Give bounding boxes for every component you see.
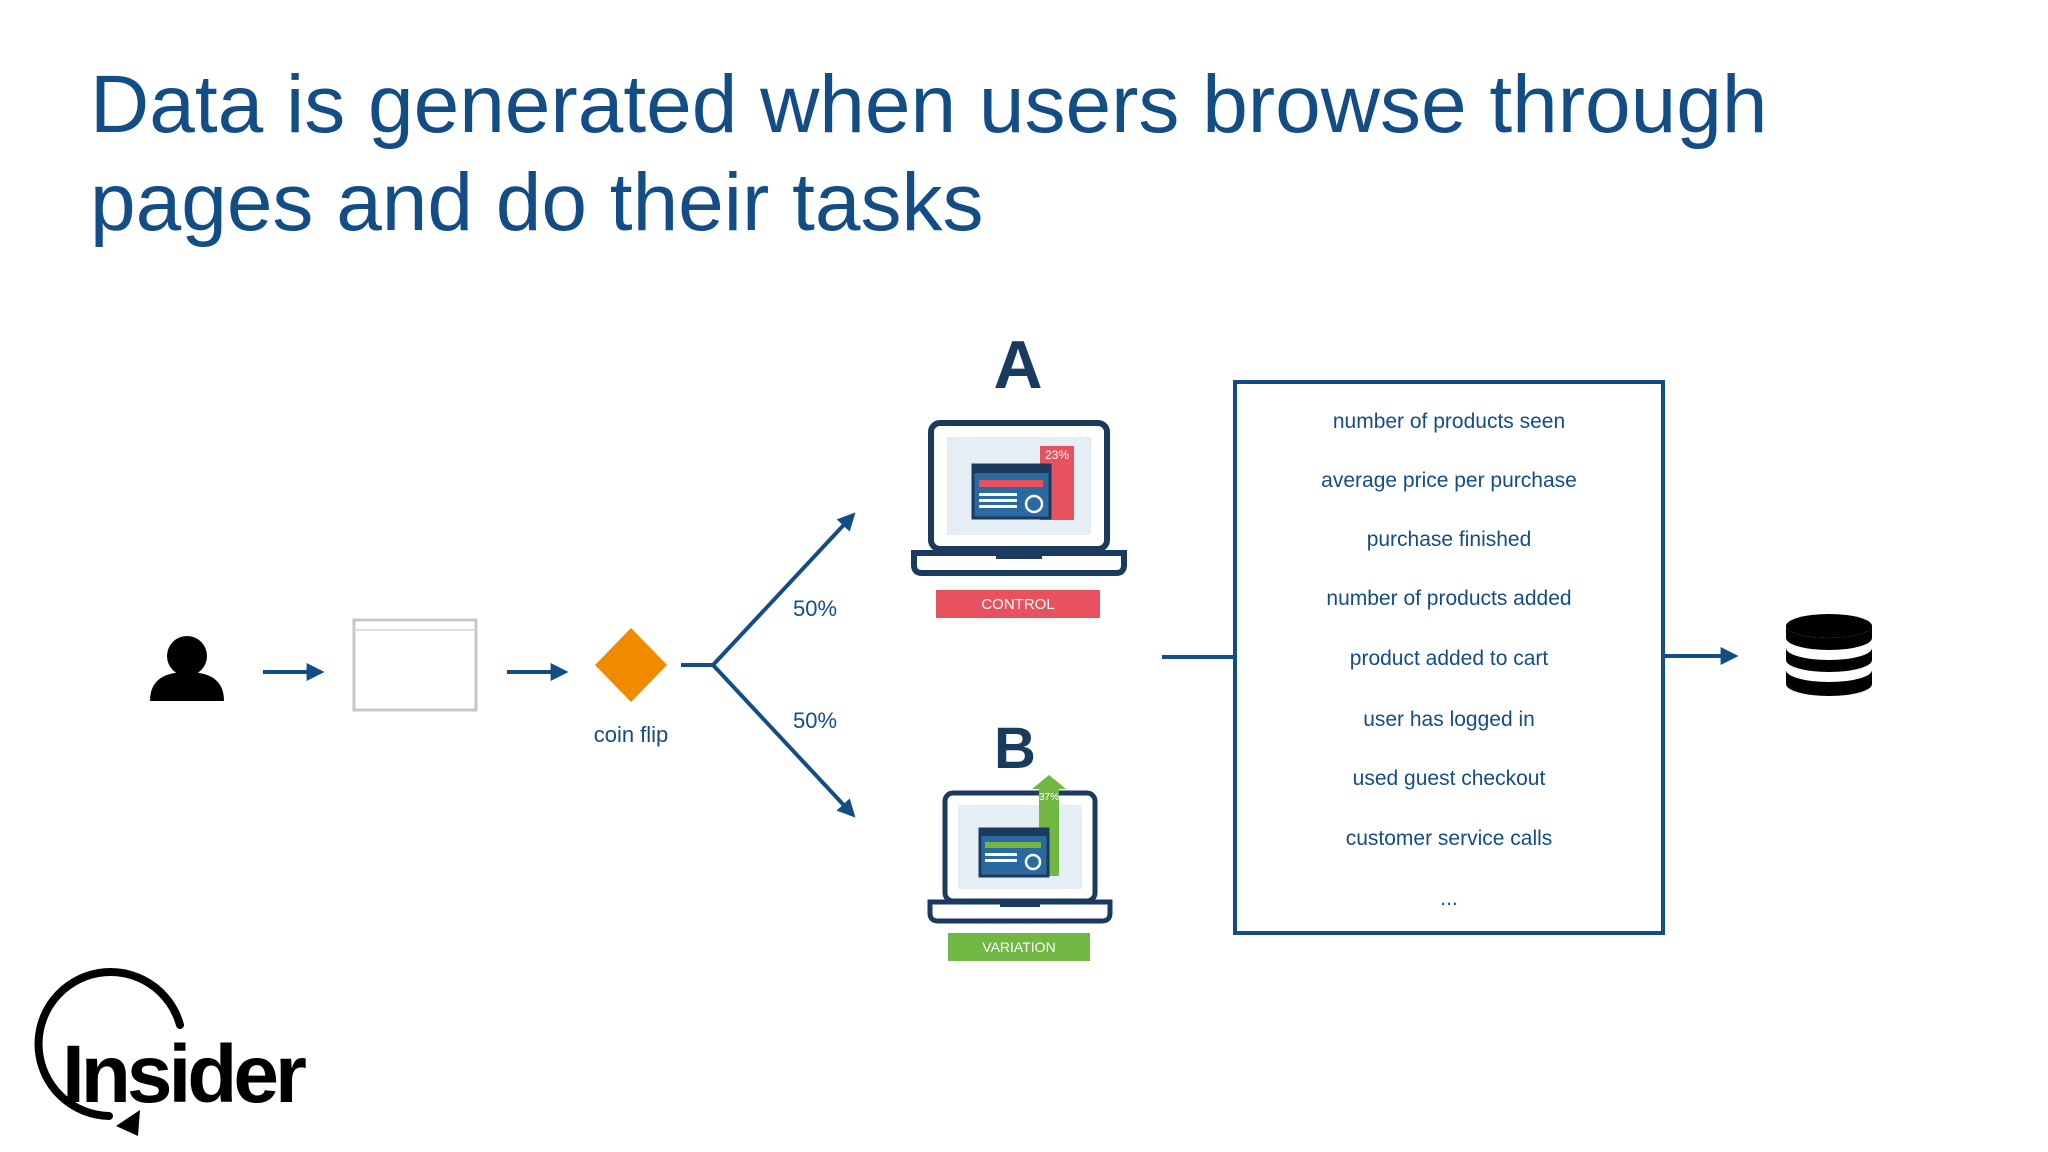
variant-a-metric: 23%: [1045, 448, 1069, 462]
control-tag-label: CONTROL: [981, 596, 1054, 613]
slide-title: Data is generated when users browse thro…: [90, 56, 1890, 252]
user-icon: [150, 636, 224, 701]
metric-item: product added to cart: [1350, 647, 1549, 670]
metric-item: customer service calls: [1346, 827, 1553, 850]
coin-flip-label: coin flip: [594, 722, 669, 747]
variant-a-letter: A: [993, 327, 1042, 403]
variant-b-metric: 37%: [1039, 792, 1059, 803]
metric-item: purchase finished: [1367, 528, 1532, 551]
metrics-list: number of products seen average price pe…: [1321, 410, 1577, 910]
metric-item: average price per purchase: [1321, 469, 1577, 492]
metric-item: user has logged in: [1363, 708, 1535, 731]
laptop-b-icon: 37%: [927, 775, 1113, 924]
control-tag: [936, 590, 1100, 618]
insider-logo-text: Insider: [62, 1029, 306, 1120]
variation-tag: [948, 933, 1090, 961]
split-arrows: [681, 512, 856, 818]
metric-item: number of products added: [1326, 587, 1571, 610]
metric-item-ellipsis: ...: [1440, 887, 1458, 910]
split-top-percent: 50%: [793, 596, 837, 621]
split-bottom-percent: 50%: [793, 708, 837, 733]
insider-logo: Insider: [34, 968, 310, 1136]
metric-item: number of products seen: [1333, 410, 1565, 433]
variation-tag-label: VARIATION: [982, 939, 1055, 955]
metrics-box: [1233, 380, 1665, 935]
slide-title-line-2: pages and do their tasks: [90, 157, 984, 248]
slide-title-line-1: Data is generated when users browse thro…: [90, 59, 1768, 150]
laptop-a-icon: 23%: [911, 420, 1127, 576]
metric-item: used guest checkout: [1353, 767, 1546, 790]
browser-window-icon: [352, 618, 478, 712]
coin-flip-diamond-icon: [595, 628, 667, 702]
variant-b-letter: B: [994, 716, 1036, 781]
database-icon: [1786, 614, 1872, 696]
